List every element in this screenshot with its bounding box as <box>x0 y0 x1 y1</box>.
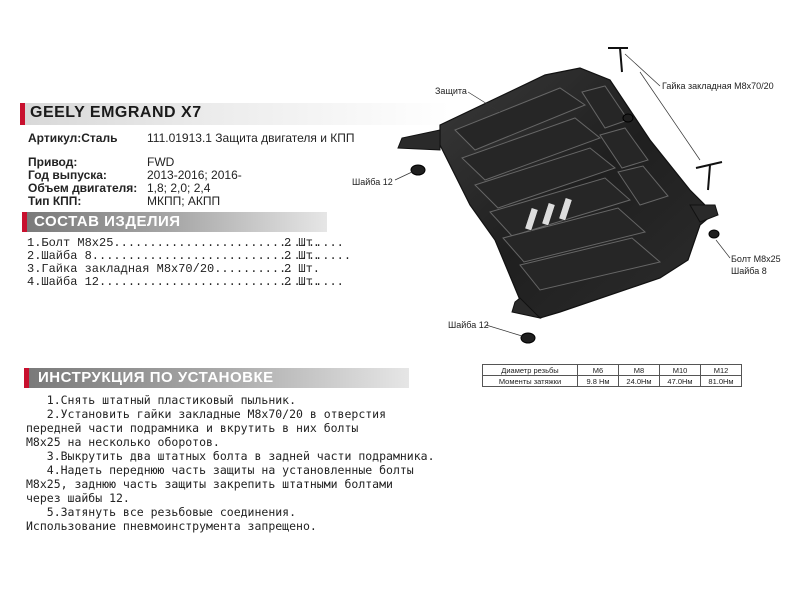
kit-item-qty: 2 Шт. <box>284 236 321 250</box>
instructions-heading: ИНСТРУКЦИЯ ПО УСТАНОВКЕ <box>38 369 274 386</box>
leader-line <box>624 53 661 87</box>
kit-item: 4.Шайба 12..............................… <box>27 275 344 289</box>
instructions-list: 1.Снять штатный пластиковый пыльник. 2.У… <box>26 393 435 533</box>
vent-slot <box>558 197 573 222</box>
kit-section-bar <box>22 212 327 232</box>
instruction-line: Использование пневмоинструмента запрещен… <box>26 519 317 533</box>
leader-line <box>485 324 523 337</box>
kit-item: 2.Шайба 8...............................… <box>27 249 352 263</box>
instruction-line: 5.Затянуть все резьбовые соединения. <box>26 505 297 519</box>
torque-table: Диаметр резьбы M6 M8 M10 M12 Моменты зат… <box>482 364 742 387</box>
plate-rib <box>599 127 649 169</box>
instruction-line: передней части подрамника и вкрутить в н… <box>26 421 359 435</box>
embedded-nut-part <box>608 47 628 73</box>
instruction-line: через шайбы 12. <box>26 491 130 505</box>
kit-item: 1.Болт М8х25............................… <box>27 236 344 250</box>
torque-cell: 24.0Нм <box>618 375 660 387</box>
leader-line <box>467 91 501 113</box>
kit-heading: СОСТАВ ИЗДЕЛИЯ <box>34 213 181 230</box>
plate-rib <box>502 207 647 263</box>
plate-rib <box>617 165 669 206</box>
washer-12-part <box>520 332 536 344</box>
kit-item: 3.Гайка закладная М8х70/20........... <box>27 262 294 276</box>
mount-tab <box>397 129 441 151</box>
instruction-line: М8х25, заднюю часть защиты закрепить шта… <box>26 477 393 491</box>
plate-rib <box>474 147 617 209</box>
instruction-line: 4.Надеть переднюю часть защиты на устано… <box>26 463 414 477</box>
leader-line <box>715 239 731 259</box>
callout-shield: Защита <box>435 86 467 96</box>
drive-value: FWD <box>147 155 175 169</box>
torque-cell: 47.0Нм <box>659 375 701 387</box>
mount-tab <box>511 297 542 319</box>
leader-line <box>639 71 701 161</box>
article-label: Артикул:Сталь <box>28 131 118 145</box>
page-title: GEELY EMGRAND X7 <box>30 104 202 121</box>
callout-washer-8: Шайба 8 <box>731 266 767 276</box>
washer-12-part <box>410 164 426 176</box>
callout-nut: Гайка закладная М8х70/20 <box>662 81 774 91</box>
engine-value: 1,8; 2,0; 2,4 <box>147 181 211 195</box>
kit-item-qty: 2 Шт. <box>284 275 321 289</box>
drive-label: Привод: <box>28 155 78 169</box>
embedded-nut-part <box>695 161 723 191</box>
plate-rib <box>489 177 632 237</box>
gearbox-label: Тип КПП: <box>28 194 82 208</box>
plate-rib <box>461 117 602 181</box>
bolt-part <box>622 113 634 123</box>
instruction-line: 1.Снять штатный пластиковый пыльник. <box>26 393 297 407</box>
instruction-line: 3.Выкрутить два штатных болта в задней ч… <box>26 449 435 463</box>
kit-item-qty: 2 Шт. <box>284 249 321 263</box>
year-label: Год выпуска: <box>28 168 107 182</box>
callout-washer-12: Шайба 12 <box>352 177 393 187</box>
kit-item-qty: 2 Шт. <box>284 262 321 276</box>
torque-cell: 81.0Нм <box>700 375 742 387</box>
instructions-section-bar <box>24 368 409 388</box>
title-bar <box>20 103 450 125</box>
article-value: 111.01913.1 Защита двигателя и КПП <box>147 131 355 145</box>
leader-line <box>394 171 413 181</box>
plate-rib <box>519 237 662 291</box>
plate-rib <box>454 87 587 151</box>
year-value: 2013-2016; 2016- <box>147 168 242 182</box>
vent-slot <box>541 202 556 227</box>
callout-washer-12-bottom: Шайба 12 <box>448 320 489 330</box>
instruction-line: М8х25 на несколько оборотов. <box>26 435 220 449</box>
callout-bolt: Болт М8х25 <box>731 254 781 264</box>
gearbox-value: МКПП; АКПП <box>147 194 221 208</box>
engine-label: Объем двигателя: <box>28 181 138 195</box>
instruction-line: 2.Установить гайки закладные М8х70/20 в … <box>26 407 387 421</box>
bolt-part <box>708 229 720 239</box>
vent-slot <box>524 207 539 232</box>
mount-tab <box>689 204 719 223</box>
